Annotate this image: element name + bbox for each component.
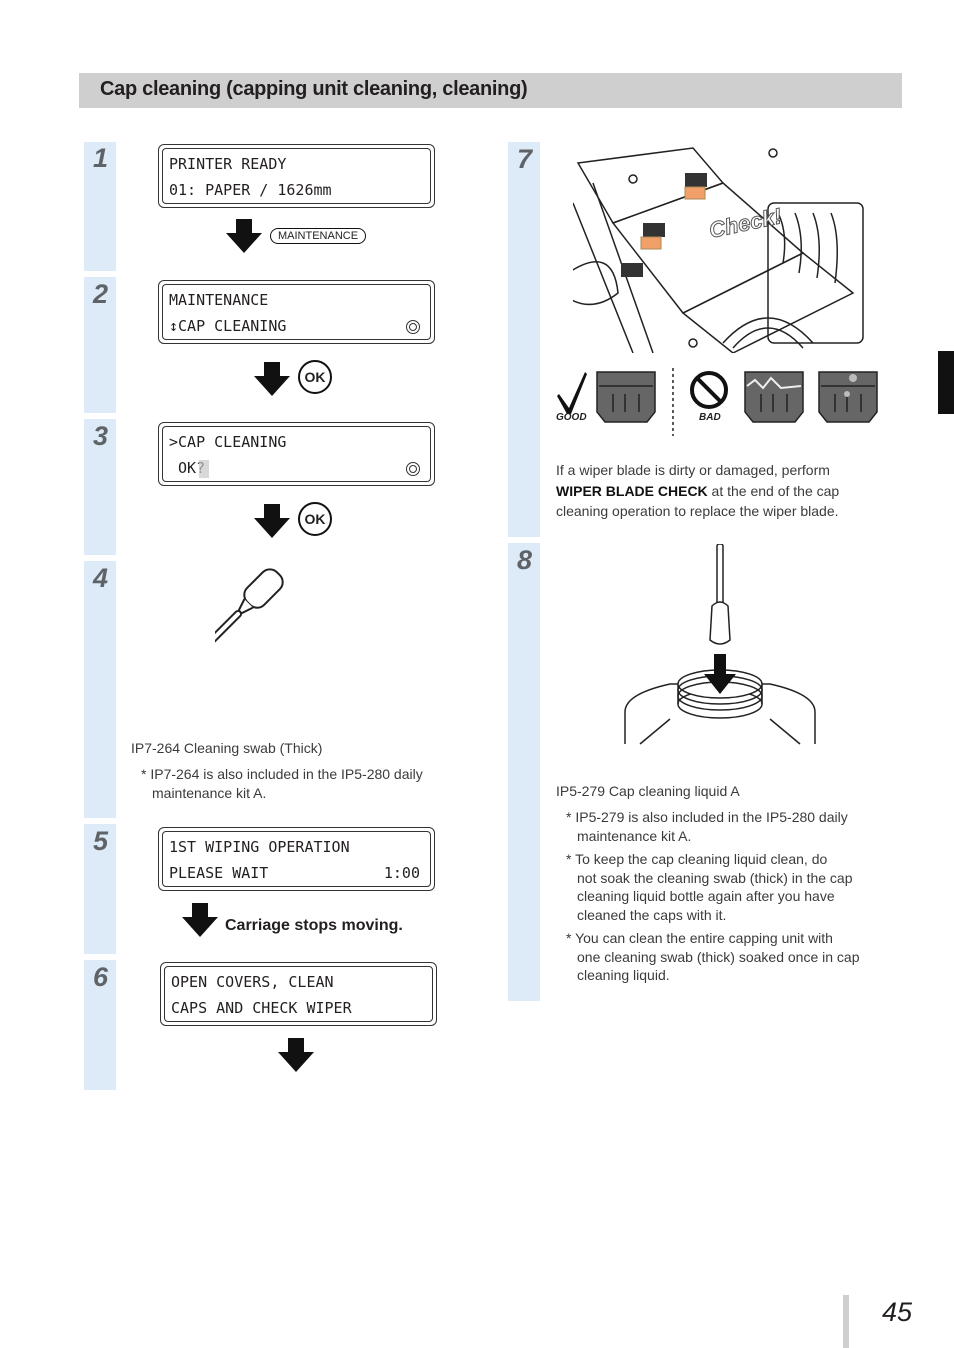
- carriage-stops-text: Carriage stops moving.: [225, 917, 403, 934]
- down-arrow-icon: [182, 903, 218, 937]
- lcd-line-2: 01: PAPER / 1626mm: [169, 181, 332, 199]
- step-number: 6: [93, 962, 109, 992]
- lcd-display-step-3: >CAP CLEANING OK?: [158, 422, 435, 486]
- lcd-line-1: PRINTER READY: [169, 155, 287, 173]
- step-number: 3: [93, 421, 109, 451]
- step-number: 4: [93, 563, 109, 593]
- step-number: 2: [93, 279, 109, 309]
- ok-key-icon: OK: [298, 360, 332, 394]
- lcd-line-2: PLEASE WAIT: [169, 864, 269, 882]
- section-title: Cap cleaning (capping unit cleaning, cle…: [100, 78, 528, 100]
- down-arrow-icon: [704, 654, 736, 694]
- liquid-note-line: * To keep the cap cleaning liquid clean,…: [566, 851, 828, 867]
- lcd-line-2: OK?: [169, 459, 206, 477]
- step-number: 7: [517, 144, 533, 174]
- ok-key-icon: OK: [298, 502, 332, 536]
- wiper-blade-check-term: WIPER BLADE CHECK: [556, 483, 708, 499]
- liquid-note-line: * You can clean the entire capping unit …: [566, 930, 833, 946]
- liquid-note-line: cleaning liquid bottle again after you h…: [577, 888, 835, 904]
- liquid-note-line: * IP5-279 is also included in the IP5-28…: [566, 809, 848, 825]
- down-arrow-icon: [254, 362, 290, 396]
- capping-unit-illustration: Check!: [573, 143, 869, 353]
- liquid-note-line: cleaning liquid.: [577, 967, 670, 983]
- check-mark-icon: [557, 372, 587, 414]
- step-number: 1: [93, 143, 109, 173]
- step-7-text-line-1: If a wiper blade is dirty or damaged, pe…: [556, 462, 830, 478]
- liquid-note-line: not soak the cleaning swab (thick) in th…: [577, 869, 853, 886]
- chapter-tab: [938, 351, 954, 414]
- step-number: 8: [517, 545, 533, 575]
- lcd-display-step-1: PRINTER READY 01: PAPER / 1626mm: [158, 144, 435, 208]
- lcd-line-1: >CAP CLEANING: [169, 433, 287, 451]
- scroll-knob-icon: [406, 462, 420, 476]
- step-7-bar: [508, 142, 540, 537]
- lcd-line-2: ↕CAP CLEANING: [169, 317, 287, 335]
- lcd-line-1: 1ST WIPING OPERATION: [169, 838, 350, 856]
- liquid-note-line: one cleaning swab (thick) soaked once in…: [577, 948, 860, 965]
- lcd-line-1: OPEN COVERS, CLEAN: [171, 973, 334, 991]
- step-4-bar: [84, 561, 116, 818]
- scroll-knob-icon: [406, 320, 420, 334]
- liquid-note-line: cleaned the caps with it.: [577, 906, 727, 923]
- lcd-line-2: CAPS AND CHECK WIPER: [171, 999, 352, 1017]
- cursor-highlight: [199, 460, 209, 478]
- swab-note-line-2: maintenance kit A.: [152, 785, 267, 801]
- down-arrow-icon: [278, 1038, 314, 1072]
- cleaning-liquid-bottle-illustration: [624, 544, 816, 745]
- lcd-line-1: MAINTENANCE: [169, 291, 269, 309]
- step-number: 5: [93, 826, 109, 856]
- good-label: GOOD: [556, 412, 587, 423]
- cleaning-swab-illustration: [215, 568, 284, 713]
- step-1-bar: [84, 142, 116, 271]
- swab-note-line-1: * IP7-264 is also included in the IP5-28…: [141, 766, 423, 782]
- section-header-bar: [79, 73, 902, 108]
- step-5-bar: [84, 824, 116, 954]
- down-arrow-icon: [226, 219, 262, 253]
- step-8-bar: [508, 543, 540, 1001]
- step-7-text-line-3: cleaning operation to replace the wiper …: [556, 503, 839, 519]
- step-2-bar: [84, 277, 116, 413]
- lcd-display-step-6: OPEN COVERS, CLEAN CAPS AND CHECK WIPER: [160, 962, 437, 1026]
- down-arrow-icon: [254, 504, 290, 538]
- liquid-caption: IP5-279 Cap cleaning liquid A: [556, 783, 740, 799]
- lcd-display-step-2: MAINTENANCE ↕CAP CLEANING: [158, 280, 435, 344]
- lcd-timer: 1:00: [383, 864, 420, 882]
- lcd-display-step-5: 1ST WIPING OPERATION PLEASE WAIT 1:00: [158, 827, 435, 891]
- step-7-text-line-2: WIPER BLADE CHECK at the end of the cap: [556, 483, 840, 499]
- wiper-condition-illustration: [557, 368, 878, 436]
- maintenance-key-icon: MAINTENANCE: [270, 228, 367, 244]
- page-number-bar: [843, 1295, 849, 1348]
- bad-label: BAD: [699, 412, 721, 423]
- liquid-note-line: maintenance kit A.: [577, 827, 692, 844]
- step-6-bar: [84, 960, 116, 1090]
- step-3-bar: [84, 419, 116, 555]
- swab-caption: IP7-264 Cleaning swab (Thick): [131, 740, 323, 756]
- page-number: 45: [882, 1297, 913, 1327]
